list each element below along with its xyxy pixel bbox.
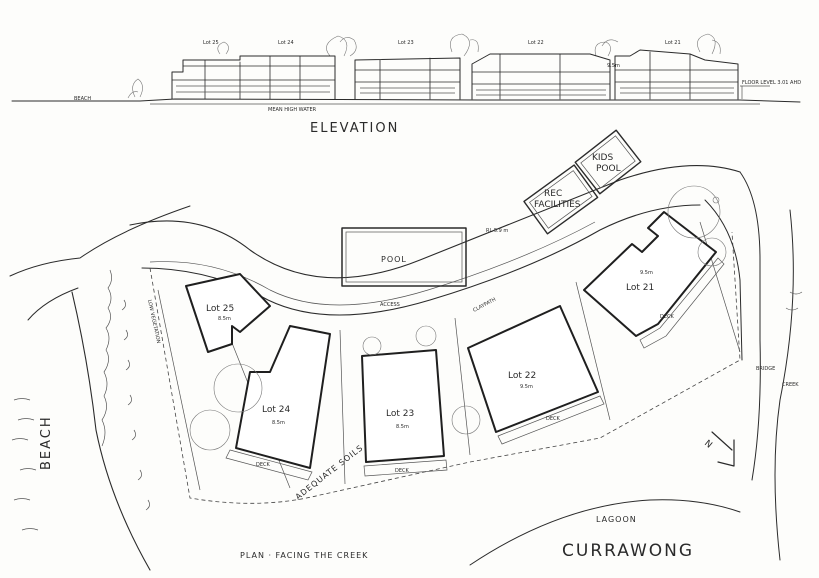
creek-label: CREEK bbox=[782, 382, 799, 388]
pool-outline bbox=[341, 227, 467, 287]
lot-23-height: 8.5m bbox=[396, 424, 409, 430]
elevation-drawing: Lot 25 Lot 24 Lot 23 Lot 22 Lot 21 BEACH… bbox=[11, 33, 801, 136]
bridge-label: BRIDGE bbox=[756, 366, 775, 372]
site-name: CURRAWONG bbox=[562, 541, 694, 561]
access-label: ACCESS bbox=[380, 302, 400, 308]
lot-21-label: Lot 21 bbox=[626, 283, 654, 293]
lot-21-building bbox=[583, 211, 717, 337]
kids-pool-label: POOL bbox=[596, 164, 621, 174]
lot-24-label: Lot 24 bbox=[262, 405, 290, 415]
elev-lot-25-label: Lot 25 bbox=[203, 40, 219, 46]
rec-label-2: FACILITIES bbox=[534, 200, 581, 210]
north-label: N bbox=[702, 439, 714, 451]
elev-lot-22-label: Lot 22 bbox=[528, 40, 544, 46]
veg-left-label: LOW VEGETATION bbox=[146, 299, 161, 344]
rl-label: RL 5.9 m bbox=[486, 228, 508, 234]
lot-25-label: Lot 25 bbox=[206, 304, 234, 314]
claypath-label: CLAYPATH bbox=[472, 297, 497, 314]
elev-height-mark: 9.5m bbox=[607, 63, 620, 69]
lot-22-building bbox=[467, 305, 599, 433]
lot-23-building bbox=[361, 349, 445, 463]
plan-drawing: POOL REC FACILITIES KIDS POOL Lot 25 8.5… bbox=[9, 129, 803, 571]
elev-lot-23-label: Lot 23 bbox=[398, 40, 414, 46]
lot-24-height: 8.5m bbox=[272, 420, 285, 426]
rec-facilities-outline bbox=[523, 164, 599, 235]
lot-25-height: 8.5m bbox=[218, 316, 231, 322]
lot-21-deck: DECK bbox=[660, 314, 675, 320]
rec-label: REC bbox=[544, 189, 562, 199]
plan-title: PLAN · FACING THE CREEK bbox=[240, 551, 368, 560]
kids-pool-outline bbox=[574, 129, 642, 195]
lot-24-building bbox=[235, 325, 331, 469]
kids-label: KIDS bbox=[592, 153, 613, 163]
elevation-title: ELEVATION bbox=[310, 121, 399, 136]
lot-22-label: Lot 22 bbox=[508, 371, 536, 381]
elev-floor-level: FLOOR LEVEL 3.01 AHD bbox=[742, 80, 801, 86]
plan-beach-label: BEACH bbox=[39, 415, 54, 470]
elev-lot-24-label: Lot 24 bbox=[278, 40, 294, 46]
elev-beach-label: BEACH bbox=[74, 96, 91, 102]
lot-24-deck: DECK bbox=[256, 462, 271, 468]
lot-23-deck: DECK bbox=[395, 468, 410, 474]
pool-label: POOL bbox=[381, 255, 407, 264]
lot-25-building bbox=[185, 273, 271, 353]
north-arrow: N bbox=[702, 431, 735, 467]
lot-23-label: Lot 23 bbox=[386, 409, 414, 419]
lot-22-height: 9.5m bbox=[520, 384, 533, 390]
lagoon-label: LAGOON bbox=[596, 515, 637, 524]
elev-lot-21-label: Lot 21 bbox=[665, 40, 681, 46]
lot-22-deck: DECK bbox=[546, 416, 561, 422]
lot-21-height: 9.5m bbox=[640, 270, 653, 276]
elev-water-label: MEAN HIGH WATER bbox=[268, 107, 317, 113]
